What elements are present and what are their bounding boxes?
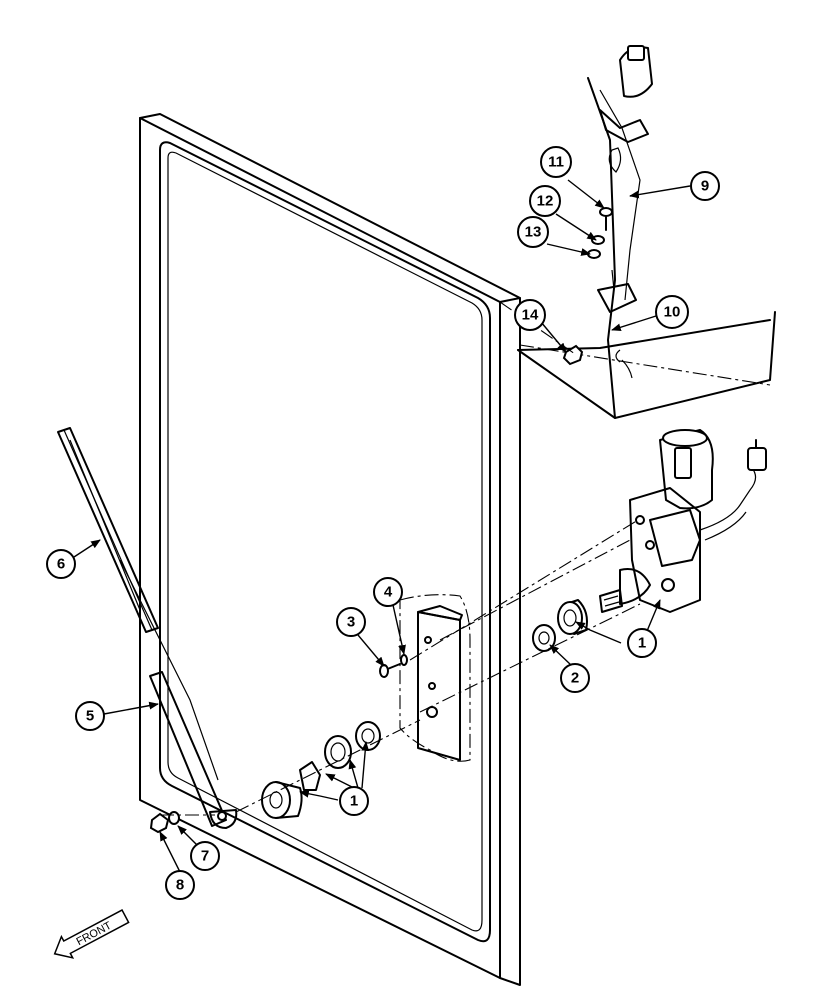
svg-text:12: 12 xyxy=(537,193,554,210)
svg-text:1: 1 xyxy=(350,793,358,810)
svg-text:1: 1 xyxy=(638,635,646,652)
svg-text:7: 7 xyxy=(201,848,209,865)
callout-1-hub: 1 xyxy=(339,786,369,816)
wiper-blade xyxy=(57,427,159,633)
svg-text:11: 11 xyxy=(548,154,564,171)
svg-text:10: 10 xyxy=(664,304,681,321)
wiper-arm xyxy=(119,559,238,829)
svg-text:14: 14 xyxy=(522,307,539,324)
wiper-motor xyxy=(599,429,767,613)
callout-10: 10 xyxy=(655,295,689,329)
callout-1-motor: 1 xyxy=(627,628,657,658)
cab-roof-section xyxy=(517,45,776,419)
svg-text:8: 8 xyxy=(176,877,184,894)
callout-14: 14 xyxy=(514,299,546,331)
callout-13: 13 xyxy=(517,216,549,248)
leader-lines xyxy=(73,179,691,873)
svg-text:5: 5 xyxy=(86,708,94,725)
window-frame xyxy=(139,113,521,986)
mounting-bracket xyxy=(399,594,471,762)
svg-text:2: 2 xyxy=(571,670,579,687)
callout-2: 2 xyxy=(560,663,590,693)
callout-6: 6 xyxy=(46,549,76,579)
nut-14 xyxy=(562,344,584,366)
svg-text:3: 3 xyxy=(347,614,355,631)
callout-8: 8 xyxy=(165,870,195,900)
bolt-and-washer xyxy=(379,654,408,678)
svg-text:13: 13 xyxy=(525,224,542,241)
front-direction-arrow: FRONT xyxy=(53,909,130,959)
callout-3: 3 xyxy=(336,607,366,637)
callout-11: 11 xyxy=(540,146,572,178)
svg-text:4: 4 xyxy=(384,584,393,601)
callout-12: 12 xyxy=(529,185,561,217)
svg-text:6: 6 xyxy=(57,556,65,573)
callout-7: 7 xyxy=(190,841,220,871)
svg-text:9: 9 xyxy=(701,178,709,195)
washer-12 xyxy=(591,235,605,245)
callout-9: 9 xyxy=(690,171,720,201)
assembly-center-lines xyxy=(160,301,641,816)
callout-5: 5 xyxy=(75,701,105,731)
screw-11-head xyxy=(599,207,613,217)
roof-fasteners xyxy=(562,207,613,366)
callout-4: 4 xyxy=(373,577,403,607)
